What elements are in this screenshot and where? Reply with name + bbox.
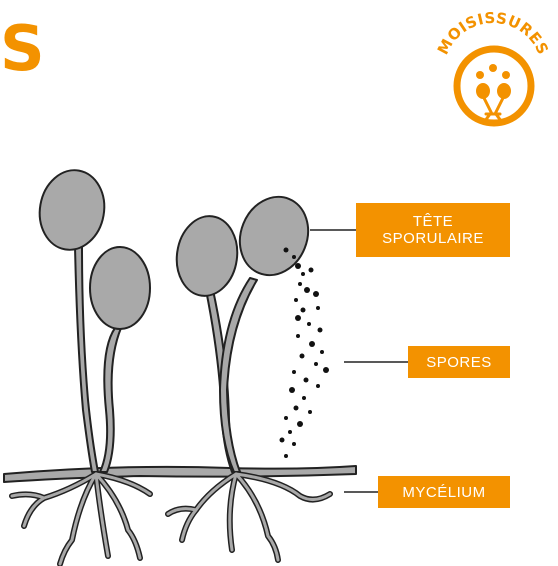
label-tete-line2: SPORULAIRE (382, 230, 484, 247)
label-tete-sporulaire: TÊTE SPORULAIRE (356, 203, 510, 257)
label-mycelium: MYCÉLIUM (378, 476, 510, 508)
label-tete-line1: TÊTE (413, 213, 453, 230)
label-spores: SPORES (408, 346, 510, 378)
